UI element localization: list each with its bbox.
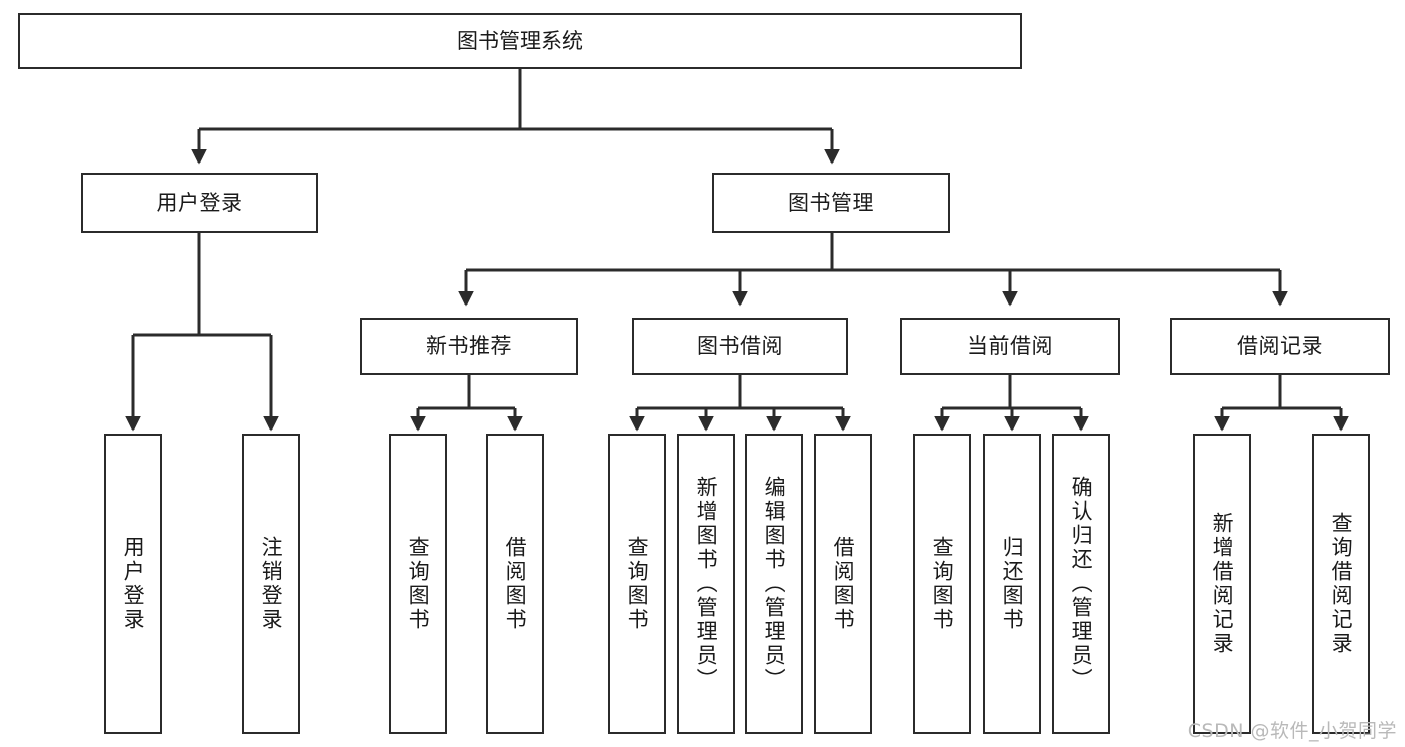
node-leaf-logout[interactable]: 注销登录 (242, 434, 300, 734)
node-leaf-user-login-label: 用户登录 (121, 536, 146, 632)
node-leaf-edit-book-admin[interactable]: 编辑图书（管理员） (745, 434, 803, 734)
node-leaf-confirm-return-admin[interactable]: 确认归还（管理员） (1052, 434, 1110, 734)
node-leaf-add-book-admin[interactable]: 新增图书（管理员） (677, 434, 735, 734)
watermark: CSDN @软件_小贺同学 (1187, 720, 1397, 742)
node-user-login-label: 用户登录 (156, 190, 243, 215)
node-root-label: 图书管理系统 (457, 28, 583, 53)
node-leaf-edit-book-admin-label: 编辑图书（管理员） (762, 476, 787, 692)
node-new-book-recommend[interactable]: 新书推荐 (360, 318, 578, 375)
node-leaf-borrow-book[interactable]: 借阅图书 (814, 434, 872, 734)
node-current-borrow[interactable]: 当前借阅 (900, 318, 1120, 375)
node-leaf-query-book-new[interactable]: 查询图书 (389, 434, 447, 734)
node-root[interactable]: 图书管理系统 (18, 13, 1022, 69)
node-leaf-query-borrow-record[interactable]: 查询借阅记录 (1312, 434, 1370, 734)
node-leaf-add-borrow-record-label: 新增借阅记录 (1210, 512, 1235, 656)
node-book-management[interactable]: 图书管理 (712, 173, 950, 233)
node-current-borrow-label: 当前借阅 (967, 334, 1053, 359)
node-leaf-query-book-borrow[interactable]: 查询图书 (608, 434, 666, 734)
node-leaf-borrow-book-new-label: 借阅图书 (503, 536, 528, 632)
node-leaf-return-book-label: 归还图书 (1000, 536, 1025, 632)
node-borrow-record[interactable]: 借阅记录 (1170, 318, 1390, 375)
node-new-book-recommend-label: 新书推荐 (426, 334, 512, 359)
node-leaf-query-book-current-label: 查询图书 (930, 536, 955, 632)
node-leaf-return-book[interactable]: 归还图书 (983, 434, 1041, 734)
node-leaf-user-login[interactable]: 用户登录 (104, 434, 162, 734)
node-book-management-label: 图书管理 (788, 190, 874, 215)
node-leaf-add-borrow-record[interactable]: 新增借阅记录 (1193, 434, 1251, 734)
node-leaf-query-book-borrow-label: 查询图书 (625, 536, 650, 632)
node-user-login[interactable]: 用户登录 (81, 173, 318, 233)
node-leaf-logout-label: 注销登录 (259, 536, 284, 632)
node-borrow-record-label: 借阅记录 (1237, 334, 1323, 359)
node-leaf-query-borrow-record-label: 查询借阅记录 (1329, 512, 1354, 656)
node-leaf-confirm-return-admin-label: 确认归还（管理员） (1069, 476, 1094, 692)
node-leaf-query-book-new-label: 查询图书 (406, 536, 431, 632)
node-leaf-borrow-book-label: 借阅图书 (831, 536, 856, 632)
node-book-borrow[interactable]: 图书借阅 (632, 318, 848, 375)
node-leaf-borrow-book-new[interactable]: 借阅图书 (486, 434, 544, 734)
node-leaf-query-book-current[interactable]: 查询图书 (913, 434, 971, 734)
node-book-borrow-label: 图书借阅 (697, 334, 783, 359)
node-leaf-add-book-admin-label: 新增图书（管理员） (694, 476, 719, 692)
